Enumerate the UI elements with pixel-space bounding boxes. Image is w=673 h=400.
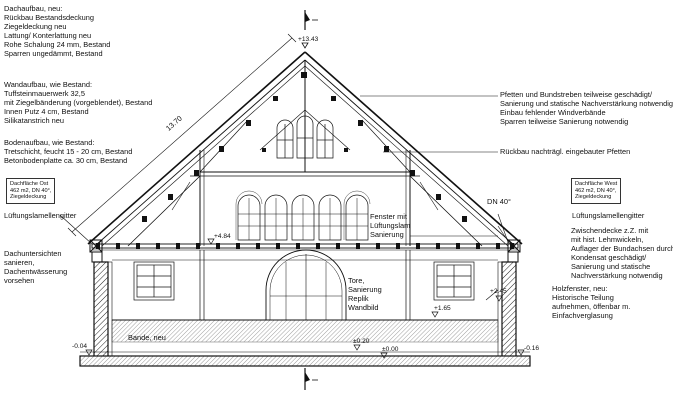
note-dachaufbau: Dachaufbau, neu: Rückbau Bestandsdeckung… <box>4 4 111 59</box>
eaves <box>89 239 521 263</box>
note-dachflaeche-west: Dachfläche West 462 m2, DN 40°, Ziegelde… <box>571 178 622 204</box>
note-rueckbau: Rückbau nachträgl. eingebauter Pfetten <box>500 147 631 156</box>
level-mid: +4.84 <box>214 233 231 240</box>
bande <box>111 319 499 343</box>
gable-windows-upper <box>276 115 334 159</box>
walls <box>93 261 517 365</box>
note-dachuntersichten: Dachuntersichten sanieren, Dachentwässer… <box>4 249 68 286</box>
note-fenster: Fenster mit Lüftungslam Sanierung <box>370 212 411 240</box>
floor-slab <box>79 351 531 367</box>
note-dachflaeche-ost: Dachfläche Ost 462 m2, DN 40°, Ziegeldec… <box>6 178 56 204</box>
note-lueftung-right: Lüftungslamellengitter <box>572 211 645 220</box>
level-floor-zero: ±0.00 <box>382 346 399 353</box>
note-tore: Tore, Sanierung Replik Wandbild <box>348 276 382 313</box>
level-right-outer: -0.16 <box>524 345 540 352</box>
gable-windows-lower <box>235 190 371 241</box>
note-holzfenster: Holzfenster, neu: Historische Teilung au… <box>552 284 631 321</box>
ceiling-beam <box>91 243 519 251</box>
note-pfetten: Pfetten und Bundstreben teilweise geschä… <box>500 90 673 127</box>
section-marker-bottom <box>304 368 318 390</box>
note-bande: Bande, neu <box>128 333 166 342</box>
level-left-outer: -0.04 <box>72 343 88 350</box>
note-dn: DN 40° <box>487 197 511 206</box>
ridge-level-marker <box>301 42 309 49</box>
note-wandaufbau: Wandaufbau, wie Bestand: Tuffsteinmauerw… <box>4 80 153 126</box>
note-zwischendecke: Zwischendecke z.Z. mit mit hist. Lehmwic… <box>571 226 673 281</box>
level-right-inner: +1.65 <box>434 305 451 312</box>
ground-windows <box>133 261 475 301</box>
purlin-blocks <box>142 72 467 222</box>
note-lueftung-left: Lüftungslamellengitter <box>4 211 77 220</box>
level-ridge: +13.43 <box>298 36 319 43</box>
interior-posts <box>112 250 498 320</box>
note-bodenaufbau: Bodenaufbau, wie Bestand: Tretschicht, f… <box>4 138 133 166</box>
gate <box>265 249 347 320</box>
dimension-line <box>67 33 297 237</box>
section-marker-top <box>304 10 318 30</box>
level-markers <box>85 238 525 359</box>
level-right-upper: +2.45 <box>490 288 507 295</box>
leader-lines <box>59 95 511 301</box>
level-floor-mid: ±0.20 <box>353 338 370 345</box>
